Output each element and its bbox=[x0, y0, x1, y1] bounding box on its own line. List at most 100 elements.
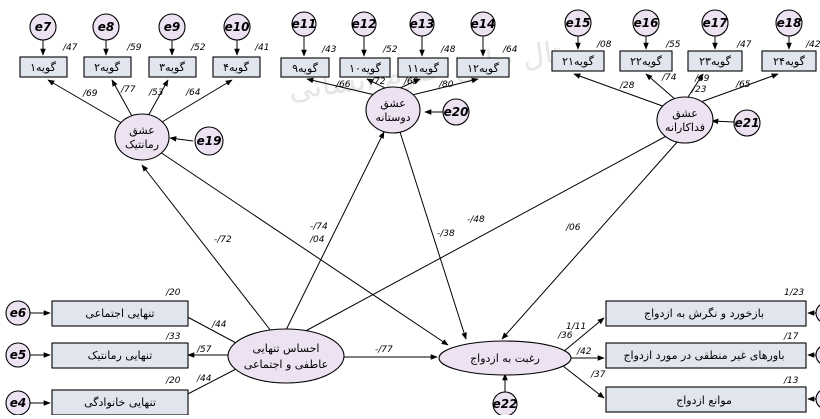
path-loneliness-friendly bbox=[284, 131, 385, 333]
latent-friendly-line2: دوستانه bbox=[375, 111, 410, 124]
coef-l-i10: /72 bbox=[370, 77, 386, 87]
load-d3 bbox=[562, 365, 605, 399]
coef-l-i24: /65 bbox=[735, 80, 751, 90]
latent-desire-label: رغبت به ازدواج bbox=[470, 352, 540, 365]
error-e16-label: e16 bbox=[634, 16, 659, 30]
coef-r-desire: /36 bbox=[557, 331, 573, 341]
coef-lonely-sacrificial: -/48 bbox=[467, 215, 485, 225]
load-i12 bbox=[411, 77, 479, 96]
error-e11-label: e11 bbox=[292, 17, 317, 31]
error-e19-label: e19 bbox=[197, 134, 222, 148]
coef-l-i9: /66 bbox=[335, 80, 351, 90]
coef-r-e7: /47 bbox=[62, 43, 78, 53]
coef-l-i11: /69 bbox=[403, 77, 419, 87]
latent-sacrificial-line2: فداکارانه bbox=[665, 121, 705, 134]
coef-l-i4: /64 bbox=[185, 88, 201, 98]
indicator-item24 bbox=[761, 50, 817, 72]
error-e10-label: e10 bbox=[225, 20, 250, 34]
indicator-marriage-barriers bbox=[605, 386, 807, 413]
loneliness-indicators: تنهایی اجتماعی تنهایی رمانتیک تنهایی خان… bbox=[5, 288, 239, 416]
error-e7 bbox=[29, 13, 57, 41]
indicator-romantic-loneliness-label: تنهایی رمانتیک bbox=[88, 349, 153, 362]
error-e5-label: e5 bbox=[10, 348, 27, 362]
indicator-item12-label: گویه۱۲ bbox=[467, 62, 499, 75]
error-e20-label: e20 bbox=[444, 105, 469, 119]
error-e12-label: e12 bbox=[352, 17, 377, 31]
sacrificial-love-block: e15 e16 e17 e18 گویه۲۱ گویه۲۲ گویه۲۳ گوی… bbox=[551, 9, 820, 144]
error-e14 bbox=[470, 11, 496, 37]
indicator-feedback-attitude bbox=[605, 300, 807, 327]
indicator-irrational-beliefs-label: باورهای غیر منطقی در مورد ازدواج bbox=[623, 349, 784, 362]
indicator-item2-label: گویه۲ bbox=[94, 61, 121, 74]
error-d3-partial bbox=[815, 390, 820, 408]
indicator-item22-label: گویه۲۲ bbox=[630, 55, 662, 68]
load-i10 bbox=[366, 78, 386, 89]
coef-l-i3: /53 bbox=[148, 88, 164, 98]
coef-l-ex2: /57 bbox=[196, 345, 212, 355]
indicator-item4-label: گویه۴ bbox=[223, 61, 250, 74]
error-d1-partial bbox=[815, 304, 820, 322]
coef-lonely-romantic: -/72 bbox=[214, 235, 232, 245]
path-loneliness-romantic bbox=[141, 164, 279, 341]
res-e21 bbox=[711, 118, 735, 125]
error-e10 bbox=[223, 13, 251, 41]
latent-loneliness bbox=[227, 328, 345, 384]
coef-r-d2: /17 bbox=[783, 332, 799, 342]
coef-l-ex3: /44 bbox=[196, 374, 212, 384]
coef-r-e17: /47 bbox=[736, 40, 752, 50]
error-e15 bbox=[564, 9, 592, 37]
coef-r-d1: 1/23 bbox=[784, 288, 804, 298]
coef-l-i12: /80 bbox=[438, 80, 454, 90]
error-e9-label: e9 bbox=[164, 20, 181, 34]
desire-indicators: بازخورد و نگرش به ازدواج باورهای غیر منط… bbox=[605, 288, 820, 413]
error-e15-label: e15 bbox=[566, 16, 591, 30]
structural-paths bbox=[141, 131, 680, 360]
error-e4-label: e4 bbox=[10, 396, 27, 410]
latent-sacrificial-love bbox=[656, 96, 714, 144]
coef-r-e11: /43 bbox=[321, 45, 337, 55]
path-romantic-desire bbox=[156, 149, 449, 346]
error-e16 bbox=[632, 9, 660, 37]
indicator-marriage-barriers-label: موانع ازدواج bbox=[676, 394, 732, 407]
indicator-item10-label: گویه۱۰ bbox=[349, 62, 381, 75]
coef-l-i22: /74 bbox=[661, 73, 677, 83]
error-d2-partial bbox=[815, 346, 820, 364]
indicator-item22 bbox=[619, 50, 673, 72]
latent-loneliness-line1: احساس تنهایی bbox=[253, 342, 320, 355]
indicator-item23 bbox=[687, 50, 743, 72]
coef-r-d3: /13 bbox=[783, 376, 799, 386]
coef-r-e15: /08 bbox=[596, 40, 612, 50]
load-i4 bbox=[156, 79, 233, 126]
load-i2 bbox=[111, 79, 134, 119]
latent-friendly-line1: عشق bbox=[380, 97, 406, 111]
load-i22 bbox=[645, 73, 677, 101]
load-ex1 bbox=[179, 312, 239, 345]
load-i21 bbox=[573, 73, 669, 109]
indicator-social-loneliness-label: تنهایی اجتماعی bbox=[85, 307, 154, 320]
coef-r-e12: /52 bbox=[382, 45, 398, 55]
coef-romantic-desire: /04 bbox=[309, 235, 325, 245]
coef-r-e18: /42 bbox=[805, 40, 820, 50]
coef-r-e9: /52 bbox=[190, 43, 206, 53]
error-e18 bbox=[775, 9, 803, 37]
error-e7-label: e7 bbox=[35, 20, 52, 34]
error-e21 bbox=[733, 109, 761, 137]
coef-friendly-desire: -/38 bbox=[437, 229, 455, 239]
coef-l-ex1: /44 bbox=[211, 320, 227, 330]
coef-l-i1: /69 bbox=[82, 89, 98, 99]
error-e19 bbox=[194, 126, 224, 156]
latent-romantic-line1: عشق bbox=[129, 124, 155, 138]
indicator-item24-label: گویه۲۴ bbox=[773, 55, 805, 68]
load-i11 bbox=[399, 78, 421, 89]
coef-sacrificial-desire: /06 bbox=[565, 223, 581, 233]
path-sacrificial-desire bbox=[501, 139, 680, 340]
coef-lonely-friendly: -/74 bbox=[310, 222, 328, 232]
load-i1 bbox=[47, 79, 126, 126]
indicator-family-loneliness-label: تنهایی خانوادگی bbox=[84, 396, 156, 409]
res-e19 bbox=[169, 136, 194, 142]
coef-l-i23b: /23 bbox=[691, 85, 707, 95]
error-e13-label: e13 bbox=[410, 17, 435, 31]
path-loneliness-sacrificial bbox=[299, 132, 673, 335]
indicator-feedback-attitude-label: بازخورد و نگرش به ازدواج bbox=[644, 307, 764, 320]
